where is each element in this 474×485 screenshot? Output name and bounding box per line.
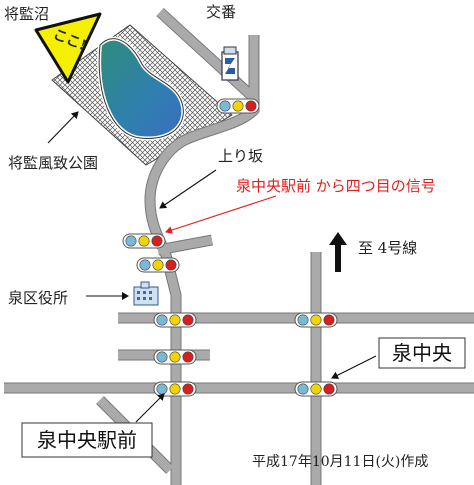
pond-label: 将監沼 bbox=[4, 5, 49, 23]
slope-label: 上り坂 bbox=[218, 147, 263, 165]
route4-label: 至 4号線 bbox=[358, 239, 417, 257]
signal-note-label: 泉中央駅前 から四つ目の信号 bbox=[236, 177, 436, 195]
izumi-chuo-label: 泉中央 bbox=[392, 341, 452, 365]
pointer-arrows bbox=[47, 111, 377, 423]
traffic-signal-icon bbox=[136, 257, 180, 273]
ward-office-label: 泉区役所 bbox=[8, 289, 68, 307]
park-label: 将監風致公園 bbox=[8, 154, 98, 172]
station-label: 泉中央駅前 bbox=[37, 428, 137, 452]
traffic-signal-icon bbox=[294, 381, 338, 397]
pond bbox=[97, 36, 186, 141]
ward-office-building-icon bbox=[133, 281, 159, 306]
station-box bbox=[21, 422, 153, 458]
police-box-label: 交番 bbox=[206, 3, 236, 21]
traffic-signal-icon bbox=[153, 381, 197, 397]
police-box-icon bbox=[221, 46, 239, 81]
route-arrow-icon bbox=[329, 232, 347, 272]
traffic-signal-icon bbox=[216, 98, 260, 114]
date-label: 平成17年10月11日(火)作成 bbox=[252, 454, 428, 470]
traffic-signal-icon bbox=[153, 312, 197, 328]
current-location-marker: ここ! bbox=[34, 12, 102, 84]
traffic-signal-icon bbox=[153, 349, 197, 365]
traffic-signal-icon bbox=[294, 312, 338, 328]
izumi-chuo-box bbox=[378, 337, 466, 369]
traffic-signals bbox=[122, 98, 338, 397]
traffic-signal-icon bbox=[122, 233, 166, 249]
